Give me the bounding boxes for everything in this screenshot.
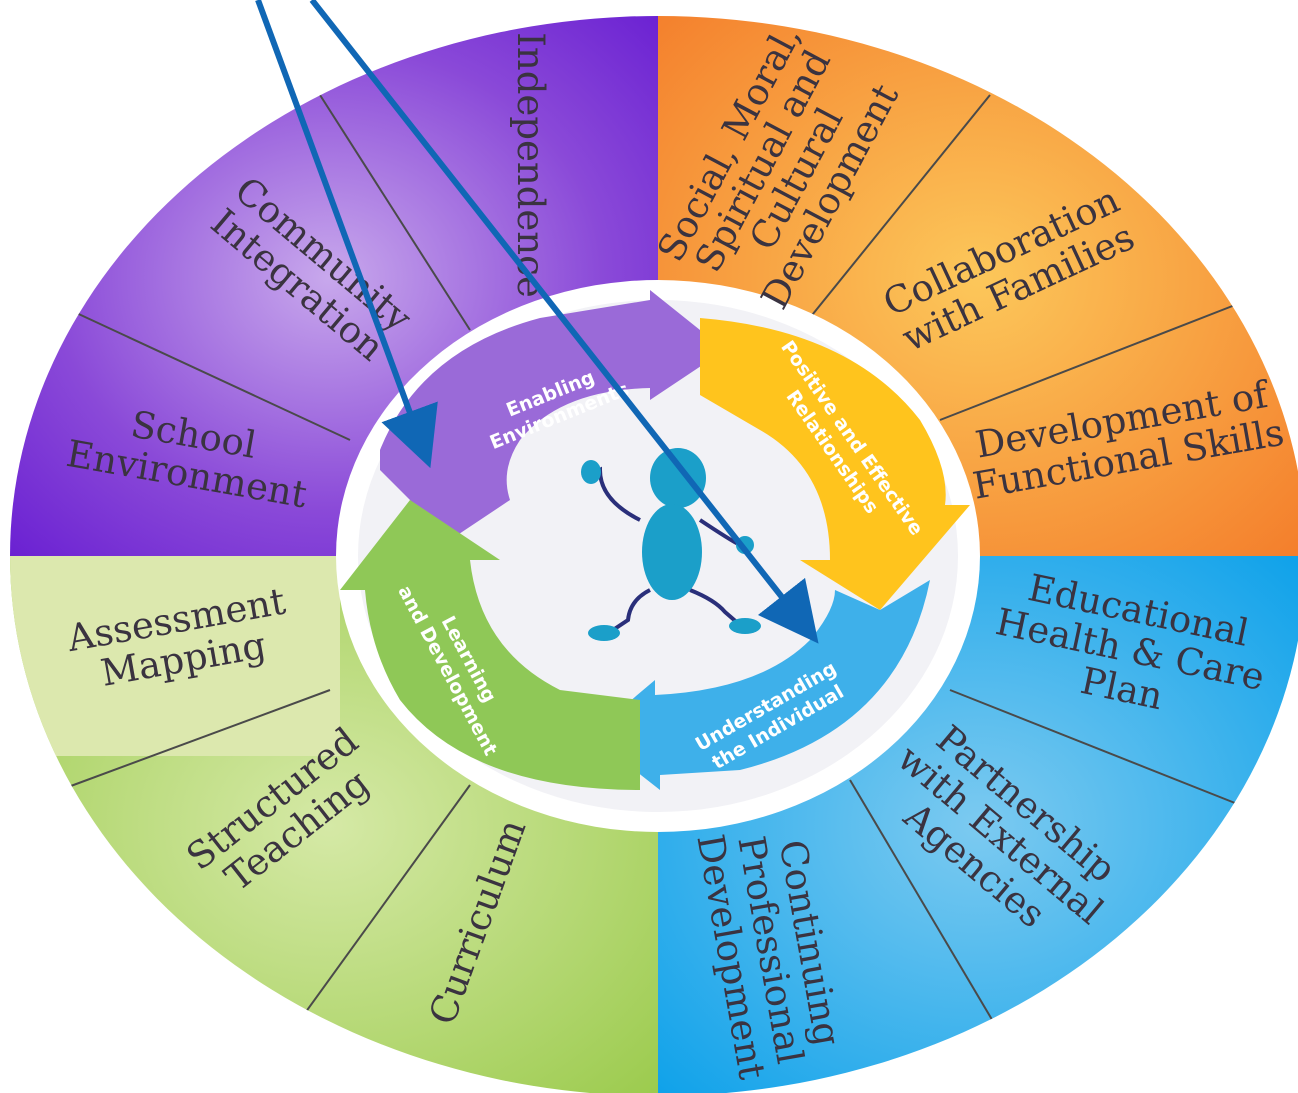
segment-divider: [949, 689, 1241, 806]
pale-green-segment: [10, 556, 340, 756]
segment-divider: [299, 784, 471, 1021]
segment-divider: [319, 94, 471, 331]
segment-divider: [849, 779, 1011, 1051]
segment-divider: [59, 689, 331, 791]
positive-arrow: [700, 318, 970, 610]
enabling-arrow: [380, 290, 725, 540]
understanding-arrow: [590, 580, 930, 790]
person-figure-icon: [581, 448, 761, 641]
segment-label-independence: Independence: [509, 32, 552, 297]
inner-cycle: [340, 290, 970, 790]
segment-divider: [939, 304, 1236, 421]
segment-divider: [799, 94, 991, 331]
pointer-arrow-left: [255, 0, 438, 469]
pointer-arrow-right: [309, 0, 819, 644]
learning-arrow: [340, 500, 640, 790]
segment-dividers: [59, 94, 1241, 1051]
segment-divider: [69, 309, 351, 441]
segment-label-line: Independence: [509, 32, 552, 297]
